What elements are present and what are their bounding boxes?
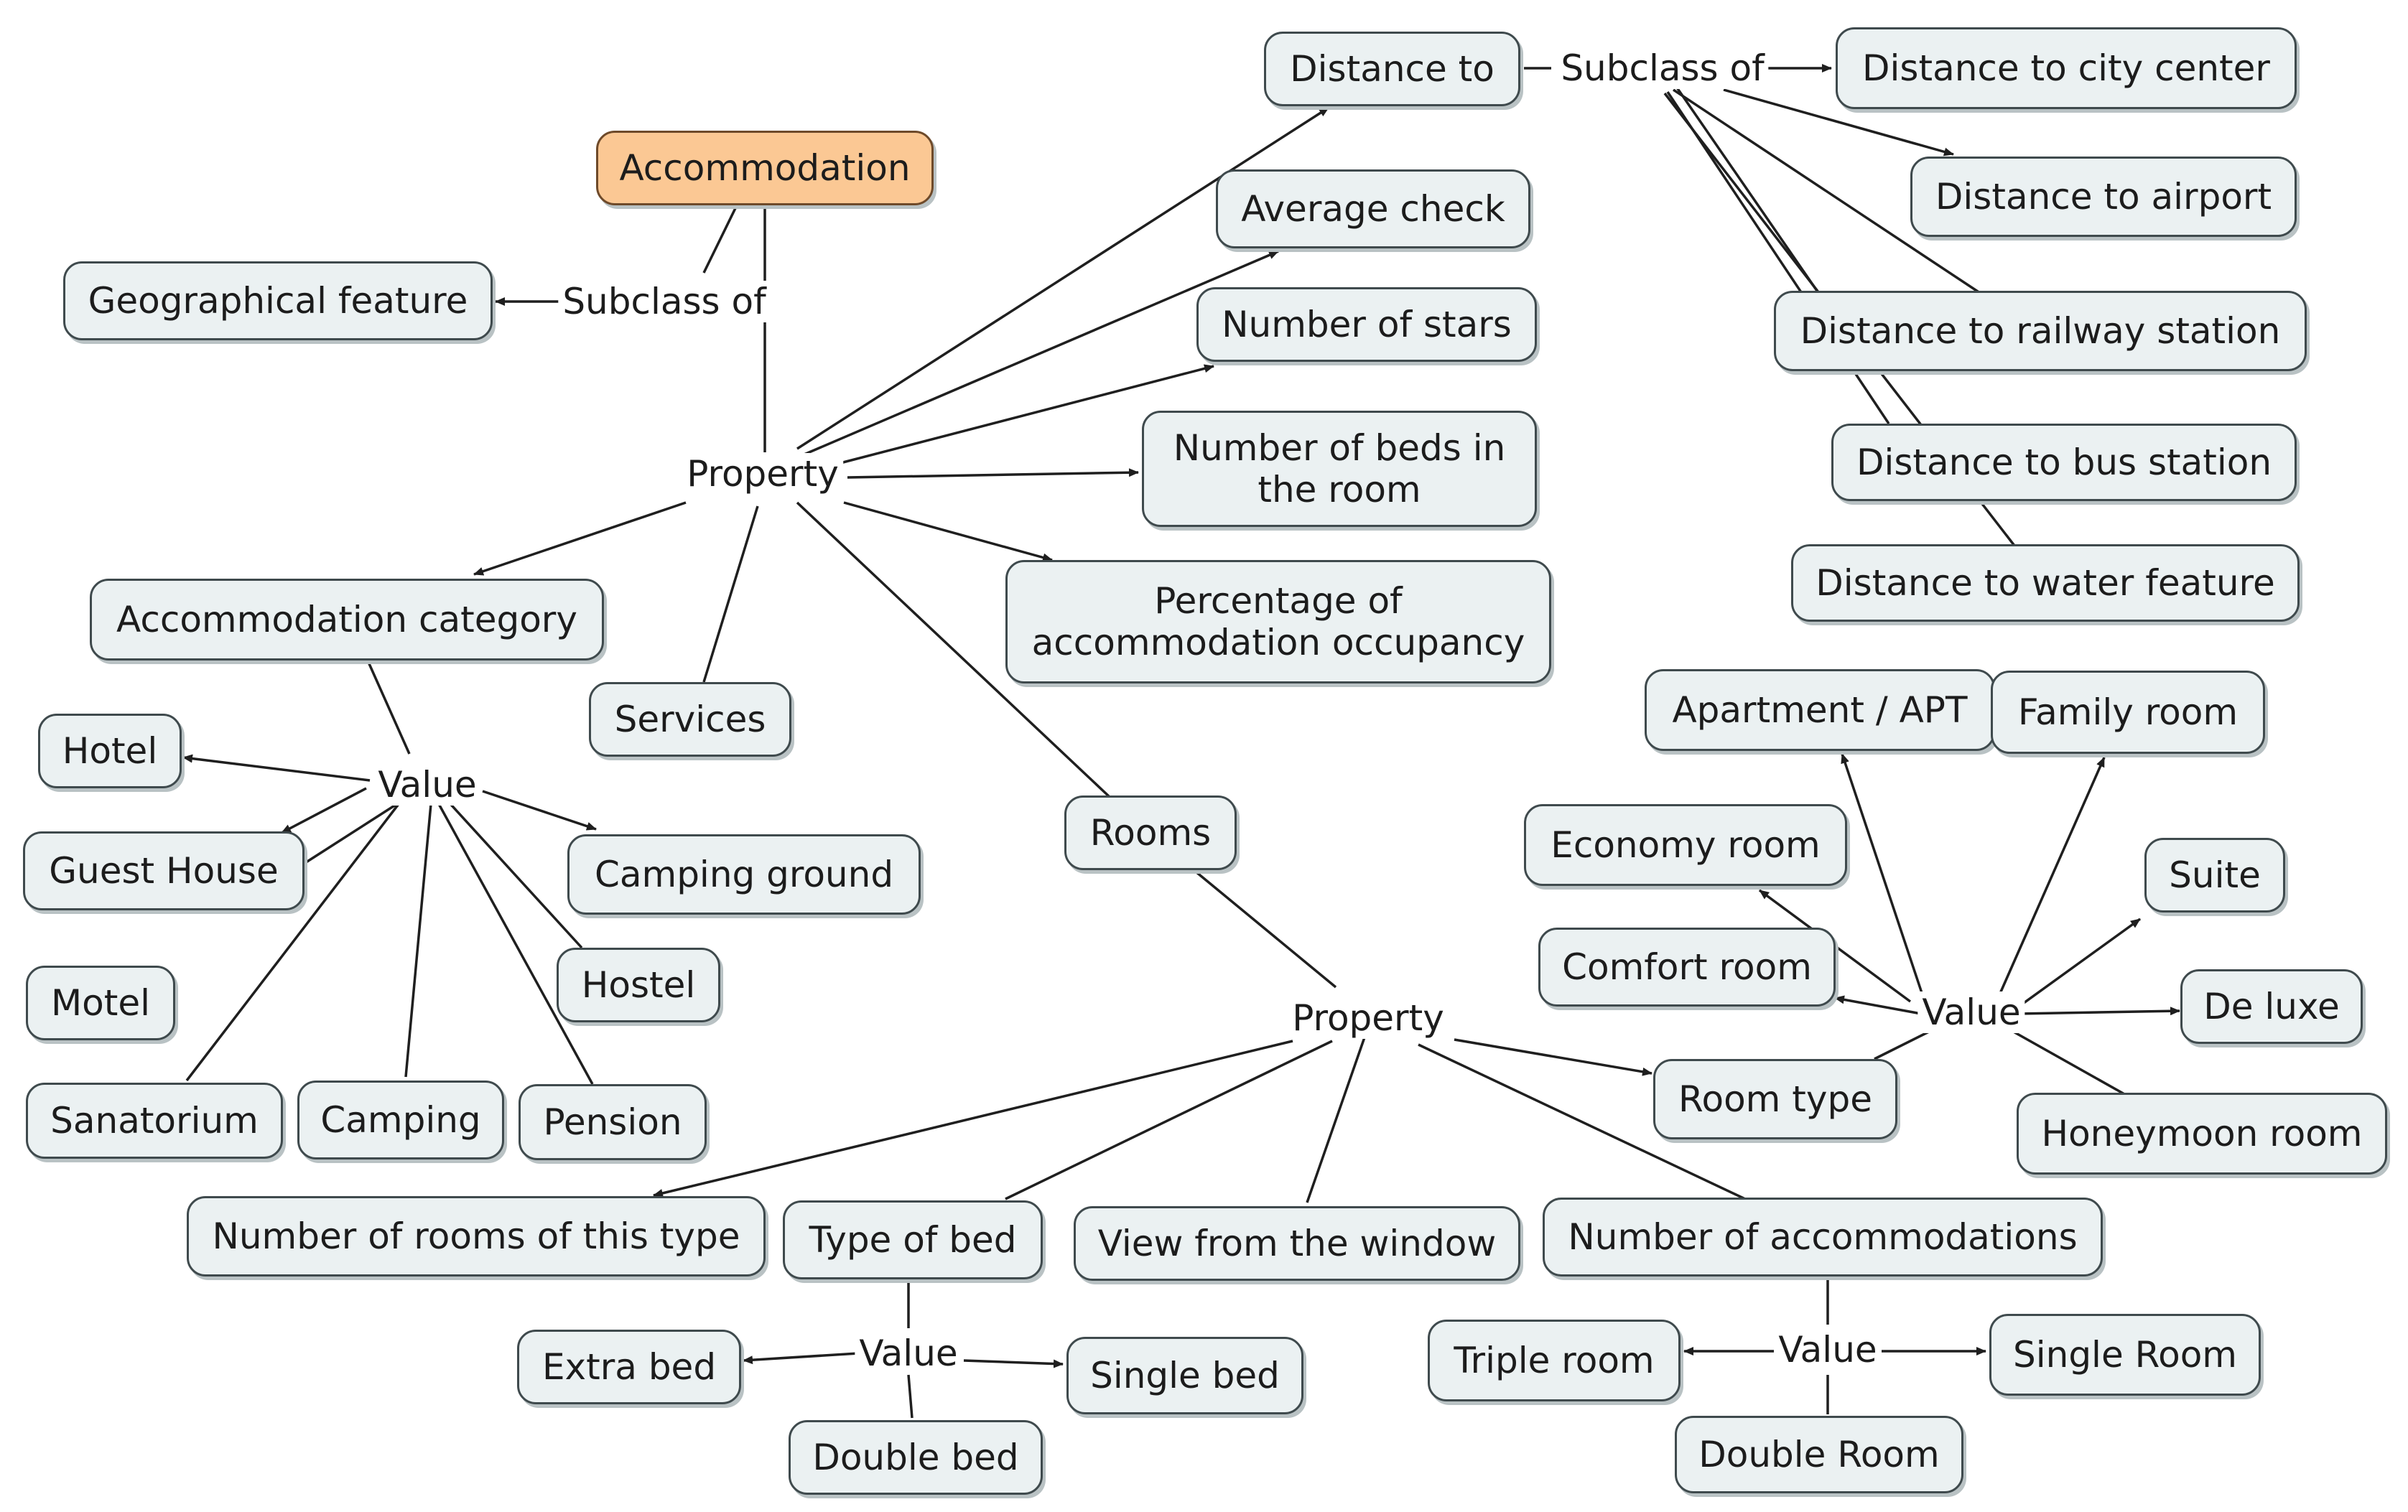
node-hotel[interactable]: Hotel bbox=[38, 714, 182, 788]
label-value-category: Value bbox=[373, 764, 481, 806]
label-property-main: Property bbox=[682, 453, 843, 495]
node-double-room[interactable]: Double Room bbox=[1675, 1416, 1963, 1493]
node-distance-to[interactable]: Distance to bbox=[1264, 32, 1520, 106]
node-number-rooms-type[interactable]: Number of rooms of this type bbox=[187, 1196, 766, 1277]
node-motel[interactable]: Motel bbox=[26, 966, 175, 1040]
node-sanatorium[interactable]: Sanatorium bbox=[26, 1083, 283, 1159]
node-camping-ground[interactable]: Camping ground bbox=[567, 834, 921, 915]
node-de-luxe[interactable]: De luxe bbox=[2180, 969, 2363, 1044]
node-geographical-feature[interactable]: Geographical feature bbox=[63, 261, 493, 340]
node-distance-railway[interactable]: Distance to railway station bbox=[1774, 291, 2307, 371]
label-subclass-of-geo: Subclass of bbox=[558, 281, 771, 322]
node-accommodation[interactable]: Accommodation bbox=[596, 131, 934, 205]
label-value-bed: Value bbox=[855, 1333, 962, 1374]
node-hostel[interactable]: Hostel bbox=[557, 948, 720, 1022]
plain-lines bbox=[185, 67, 2126, 1419]
label-subclass-of-distance: Subclass of bbox=[1556, 47, 1769, 89]
node-apartment[interactable]: Apartment / APT bbox=[1645, 669, 1995, 751]
node-honeymoon-room[interactable]: Honeymoon room bbox=[2017, 1093, 2387, 1175]
node-distance-bus[interactable]: Distance to bus station bbox=[1831, 424, 2297, 501]
node-accommodation-category[interactable]: Accommodation category bbox=[90, 579, 604, 661]
node-guest-house[interactable]: Guest House bbox=[23, 831, 305, 910]
node-number-of-stars[interactable]: Number of stars bbox=[1196, 287, 1537, 362]
node-single-bed[interactable]: Single bed bbox=[1066, 1337, 1303, 1414]
node-rooms[interactable]: Rooms bbox=[1064, 795, 1237, 870]
node-type-of-bed[interactable]: Type of bed bbox=[783, 1200, 1043, 1279]
node-economy-room[interactable]: Economy room bbox=[1524, 804, 1847, 886]
node-average-check[interactable]: Average check bbox=[1216, 169, 1530, 248]
node-comfort-room[interactable]: Comfort room bbox=[1538, 928, 1836, 1007]
node-view-window[interactable]: View from the window bbox=[1074, 1206, 1520, 1281]
node-double-bed[interactable]: Double bed bbox=[789, 1420, 1043, 1495]
arrow-lines bbox=[182, 64, 2180, 1368]
node-pension[interactable]: Pension bbox=[519, 1084, 707, 1160]
node-distance-airport[interactable]: Distance to airport bbox=[1910, 157, 2297, 237]
node-number-of-beds[interactable]: Number of beds in the room bbox=[1142, 411, 1537, 527]
node-room-type[interactable]: Room type bbox=[1653, 1059, 1897, 1139]
node-single-room[interactable]: Single Room bbox=[1989, 1314, 2261, 1396]
label-property-rooms: Property bbox=[1288, 997, 1449, 1039]
node-suite[interactable]: Suite bbox=[2144, 838, 2285, 913]
node-services[interactable]: Services bbox=[589, 682, 791, 757]
node-family-room[interactable]: Family room bbox=[1991, 671, 2265, 754]
label-value-accommodations: Value bbox=[1774, 1329, 1882, 1371]
label-value-room-type: Value bbox=[1917, 991, 2025, 1033]
node-triple-room[interactable]: Triple room bbox=[1428, 1320, 1681, 1401]
node-camping[interactable]: Camping bbox=[297, 1081, 504, 1159]
node-distance-city-center[interactable]: Distance to city center bbox=[1836, 27, 2297, 109]
node-extra-bed[interactable]: Extra bed bbox=[517, 1330, 741, 1404]
node-distance-water[interactable]: Distance to water feature bbox=[1791, 544, 2300, 622]
node-occupancy[interactable]: Percentage of accommodation occupancy bbox=[1005, 560, 1551, 683]
node-number-accommodations[interactable]: Number of accommodations bbox=[1543, 1198, 2103, 1277]
